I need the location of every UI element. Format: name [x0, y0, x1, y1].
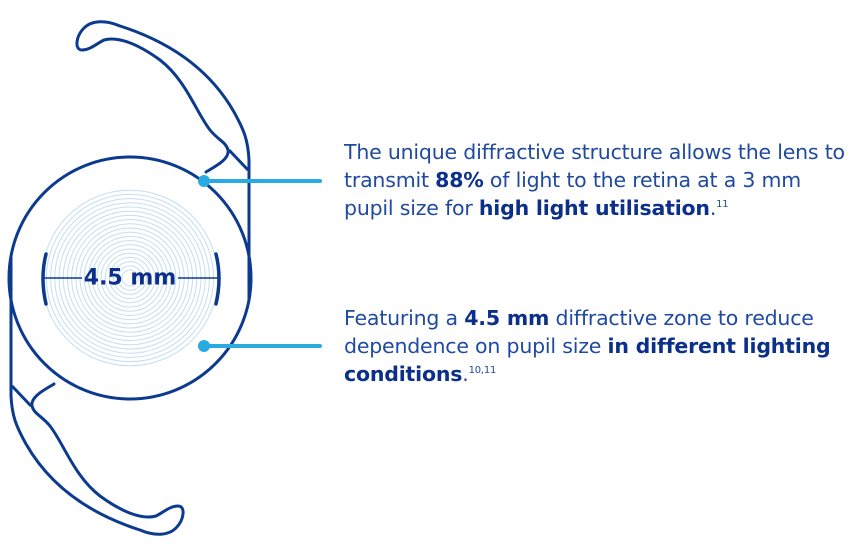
dimension-bracket-right	[214, 252, 221, 306]
callout-dot-1	[198, 175, 210, 187]
callout-light-transmission: The unique diffractive structure allows …	[344, 138, 854, 222]
top-haptic-junction	[227, 148, 250, 172]
diffractive-zone-label: 4.5 mm	[83, 265, 177, 291]
callout-dot-2	[198, 340, 210, 352]
top-haptic	[75, 20, 251, 302]
bottom-haptic	[9, 254, 185, 536]
callout-diffractive-zone: Featuring a 4.5 mm diffractive zone to r…	[344, 304, 854, 388]
dimension-bracket-left	[41, 252, 48, 306]
callout-2-reference: 10,11	[468, 365, 497, 376]
callout-1-reference: 11	[716, 199, 729, 210]
callout-2-text: Featuring a 4.5 mm diffractive zone to r…	[344, 306, 831, 386]
lens-optic	[7, 155, 253, 401]
callout-1-text: The unique diffractive structure allows …	[344, 140, 845, 220]
